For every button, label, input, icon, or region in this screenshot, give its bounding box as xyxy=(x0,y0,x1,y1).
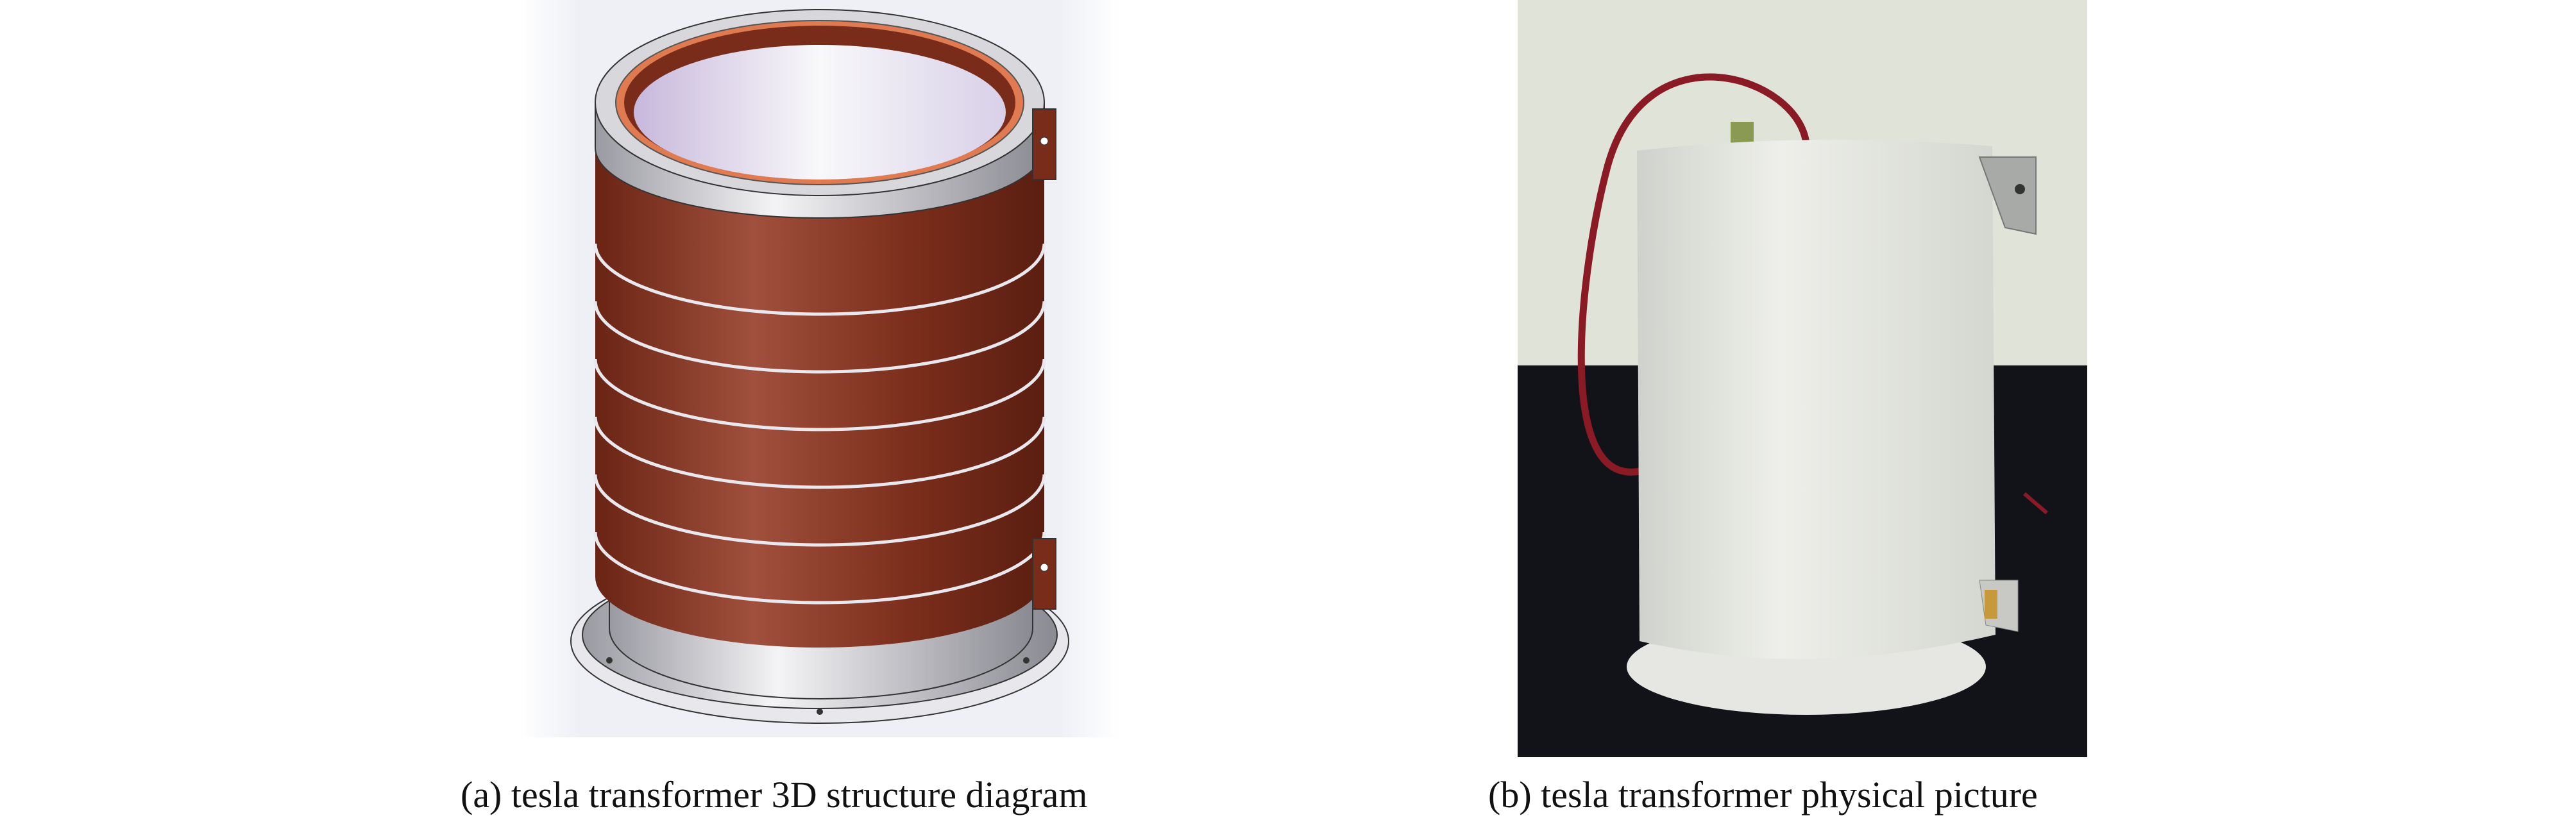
caption-panel-b: (b) tesla transformer physical picture xyxy=(1488,774,2038,816)
caption-panel-a: (a) tesla transformer 3D structure diagr… xyxy=(461,774,1088,816)
transformer-3d-diagram xyxy=(513,0,1123,744)
transformer-photo xyxy=(1518,0,2087,757)
